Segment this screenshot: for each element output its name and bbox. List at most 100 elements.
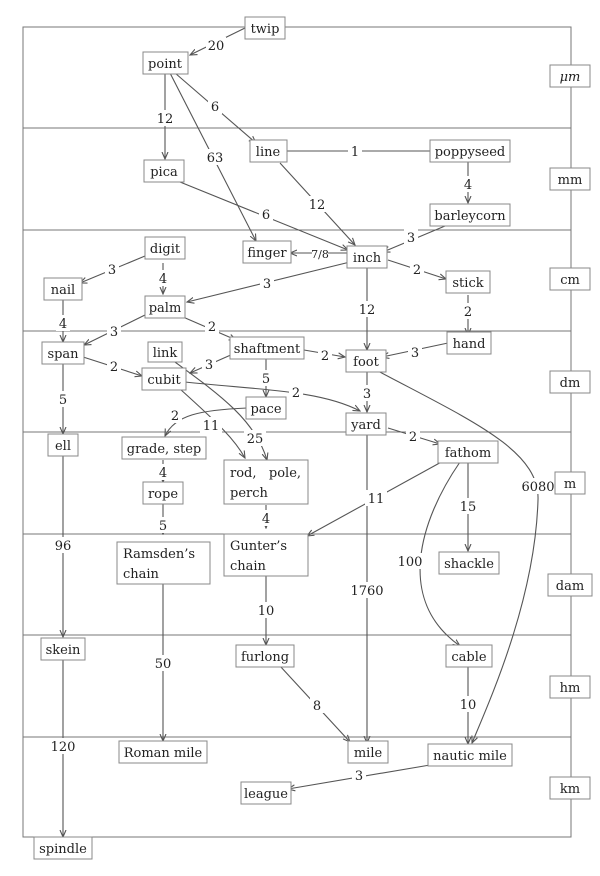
node-foot: foot: [345, 349, 387, 373]
node-rope: rope: [142, 481, 184, 505]
svg-text:3: 3: [108, 263, 116, 278]
unit-label-km: km: [549, 776, 591, 800]
edge-label-cable-nauticmile: 10: [457, 696, 479, 713]
node-mile: mile: [347, 740, 389, 764]
node-cubit: cubit: [141, 367, 187, 391]
svg-text:12: 12: [157, 112, 174, 127]
edge-label-fathom-shackle: 15: [457, 498, 479, 515]
node-link: link: [147, 341, 183, 363]
svg-text:finger: finger: [247, 246, 287, 261]
edge-cubit-yard: [184, 381, 360, 411]
svg-text:skein: skein: [46, 643, 81, 658]
edge-label-link-rod: 25: [244, 430, 266, 447]
svg-text:2: 2: [171, 409, 179, 424]
edge-label-shaftment-cubit: 3: [202, 356, 216, 373]
svg-text:6: 6: [211, 100, 219, 115]
edge-pace-grade: [165, 407, 248, 436]
edge-label-cubit-yard: 2: [289, 384, 303, 401]
node-roman-mile: Roman mile: [118, 740, 208, 764]
svg-text:Ramsden’s: Ramsden’s: [123, 547, 195, 562]
unit-label-dm: dm: [549, 370, 591, 394]
edge-label-point-line: 6: [208, 98, 222, 115]
svg-text:3: 3: [263, 277, 271, 292]
svg-text:inch: inch: [353, 251, 382, 266]
svg-text:km: km: [560, 782, 580, 797]
node-grade-step: grade, step: [121, 436, 207, 460]
svg-text:μm: μm: [560, 70, 581, 85]
svg-text:ell: ell: [55, 439, 71, 454]
svg-text:nail: nail: [51, 283, 75, 298]
edge-label-stick-hand: 2: [461, 303, 475, 320]
svg-text:120: 120: [51, 740, 76, 755]
edge-label-point-pica: 12: [154, 110, 176, 127]
svg-text:rope: rope: [148, 487, 178, 502]
edge-label-barleycorn-inch: 3: [404, 229, 418, 246]
svg-text:cm: cm: [560, 273, 580, 288]
edge-label-ell-skein: 96: [52, 537, 74, 554]
svg-text:hand: hand: [453, 337, 486, 352]
band-separators: [23, 127, 571, 738]
edge-label-palm-shaftment: 2: [205, 318, 219, 335]
svg-text:point: point: [148, 57, 183, 72]
svg-text:pace: pace: [250, 402, 281, 417]
node-cable: cable: [445, 644, 493, 668]
edge-label-inch-finger: 7/8: [311, 245, 329, 263]
node-finger: finger: [242, 240, 292, 264]
svg-text:shackle: shackle: [444, 557, 494, 572]
svg-text:digit: digit: [150, 242, 181, 257]
edge-label-yard-mile: 1760: [350, 582, 384, 599]
svg-text:25: 25: [247, 432, 264, 447]
edge-label-pica-inch: 6: [259, 206, 273, 223]
edge-label-foot-nauticmile: 6080: [518, 478, 558, 495]
svg-text:3: 3: [411, 346, 419, 361]
edge-label-hand-foot: 3: [408, 344, 422, 361]
unit-label-cm: cm: [549, 267, 591, 291]
svg-text:4: 4: [262, 512, 270, 527]
edge-label-inch-foot: 12: [356, 301, 378, 318]
node-nautic-mile: nautic mile: [427, 743, 513, 767]
svg-text:4: 4: [59, 317, 67, 332]
svg-text:3: 3: [110, 325, 118, 340]
edge-label-rod-gunter: 4: [259, 510, 273, 527]
edge-label-digit-nail: 3: [105, 261, 119, 278]
svg-text:chain: chain: [230, 559, 267, 574]
node-twip: twip: [244, 16, 286, 40]
unit-label-m: m: [554, 471, 586, 495]
node-stick: stick: [445, 270, 491, 294]
svg-text:shaftment: shaftment: [234, 342, 301, 357]
svg-text:4: 4: [159, 466, 167, 481]
edge-label-palm-span: 3: [107, 323, 121, 340]
edge-foot-nauticmile: [377, 370, 539, 743]
svg-text:11: 11: [368, 492, 385, 507]
unit-label-hm: hm: [549, 675, 591, 699]
edge-label-twip-point: 20: [206, 37, 226, 54]
edge-label-span-ell: 5: [56, 391, 70, 408]
svg-text:span: span: [47, 347, 79, 362]
svg-text:3: 3: [407, 231, 415, 246]
svg-text:8: 8: [313, 699, 321, 714]
svg-text:twip: twip: [251, 22, 280, 37]
svg-text:palm: palm: [149, 301, 182, 316]
svg-text:5: 5: [59, 393, 67, 408]
svg-text:dm: dm: [560, 376, 581, 391]
edge-label-line-poppyseed: 1: [348, 143, 362, 160]
edge-label-fathom-gunter: 11: [365, 490, 387, 507]
svg-text:spindle: spindle: [39, 842, 87, 857]
svg-text:1: 1: [351, 145, 359, 160]
svg-text:2: 2: [208, 320, 216, 335]
edge-labels: 20 12 6 63 1 4 12 6 3 7/8 2 12 3 3 4 2 3…: [48, 37, 558, 784]
edge-label-yard-fathom: 2: [406, 428, 420, 445]
node-barleycorn: barleycorn: [429, 203, 511, 227]
svg-text:hm: hm: [560, 681, 581, 696]
edge-label-gunter-furlong: 10: [255, 602, 277, 619]
node-shackle: shackle: [438, 551, 500, 575]
svg-text:mile: mile: [354, 746, 383, 761]
node-spindle: spindle: [33, 836, 93, 860]
edge-label-fathom-cable: 100: [395, 553, 425, 570]
node-point: point: [142, 51, 189, 75]
svg-text:2: 2: [292, 386, 300, 401]
svg-text:2: 2: [321, 349, 329, 364]
edge-label-poppyseed-barleycorn: 4: [461, 176, 475, 193]
edge-label-cubit-gunter: 11: [200, 417, 222, 434]
